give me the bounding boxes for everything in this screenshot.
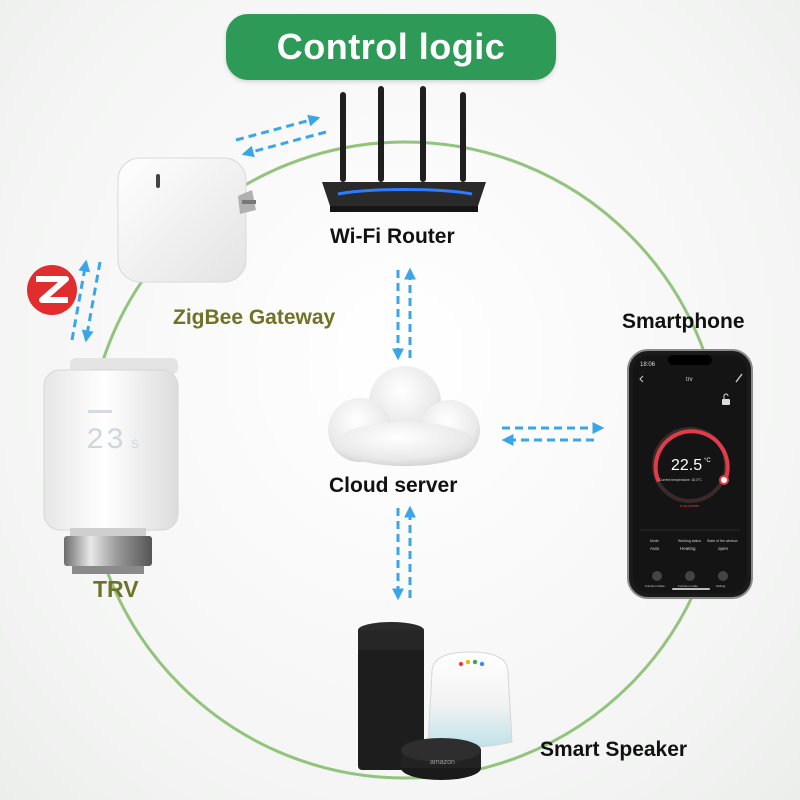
page-title: Control logic <box>276 26 506 67</box>
phone-low-power: Low power <box>680 503 700 508</box>
trv-display-value: 23 <box>86 424 126 458</box>
phone-nav-item[interactable]: Setting <box>716 584 726 588</box>
arrows-cloud-speaker <box>392 505 416 601</box>
cloud-label: Cloud server <box>329 474 458 497</box>
phone-stat-label: Mode <box>650 539 659 543</box>
edit-icon[interactable] <box>735 373 743 383</box>
phone-stat-value: Auto <box>650 546 660 551</box>
phone-stat-label: State of the window <box>707 539 738 543</box>
gateway-label: ZigBee Gateway <box>173 306 336 329</box>
phone-nav-item[interactable]: Function Mode <box>645 584 665 588</box>
arrows-gateway-router <box>235 114 327 158</box>
phone-temperature: 22.5 <box>671 457 702 474</box>
trv-label: TRV <box>93 576 139 602</box>
trv-display-unit: S <box>131 437 139 451</box>
zigbee-logo-icon <box>27 265 77 315</box>
phone-temperature-unit: °C <box>704 458 711 464</box>
phone-time: 18:06 <box>640 362 656 368</box>
phone-current-temp: Current temperature: 18.3°C <box>659 478 702 482</box>
phone-stat-label: Working status <box>678 539 701 543</box>
cloud-image <box>328 366 480 466</box>
phone-nav-item[interactable]: Function mode <box>678 584 698 588</box>
phone-screen-title: trv <box>686 377 693 383</box>
router-label: Wi-Fi Router <box>330 225 455 248</box>
phone-stat-value: Heating <box>680 546 696 551</box>
gateway-image <box>117 157 256 283</box>
arrows-gateway-trv <box>70 259 102 343</box>
router-image <box>322 86 486 212</box>
smartphone-label: Smartphone <box>622 310 745 333</box>
trv-image <box>43 358 179 574</box>
phone-stat-value: open <box>718 546 729 551</box>
phone-back-icon[interactable] <box>639 375 644 383</box>
title-banner: Control logic <box>226 14 556 80</box>
trv-display-dots <box>88 410 112 413</box>
arrows-router-cloud <box>392 267 416 361</box>
arrows-cloud-phone <box>501 422 605 446</box>
speaker-image <box>358 622 513 780</box>
speaker-label: Smart Speaker <box>540 738 688 761</box>
speaker-brand-label: amazon <box>430 759 455 766</box>
lock-icon[interactable] <box>722 393 730 405</box>
smartphone-image <box>627 349 753 599</box>
